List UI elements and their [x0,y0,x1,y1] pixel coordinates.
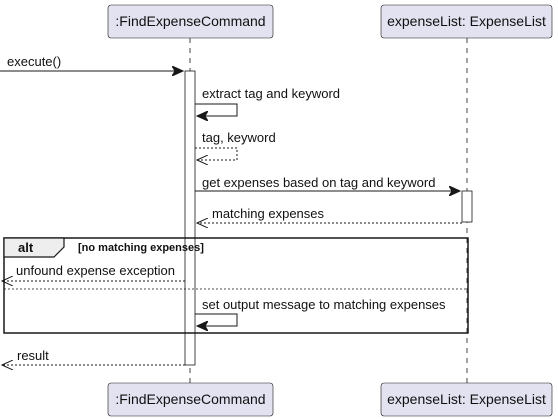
find-command-participant-bottom: :FindExpenseCommand [107,382,274,417]
message-unfound-exception-label: unfound expense exception [16,263,175,278]
message-set-output-label: set output message to matching expenses [202,297,446,312]
find-command-activation [184,70,196,366]
message-execute: execute() [0,54,183,71]
expense-list-label-top: expenseList: ExpenseList [387,13,546,29]
message-get-expenses: get expenses based on tag and keyword [195,175,460,191]
return-tag-keyword-label: tag, keyword [202,130,276,145]
message-extract-label: extract tag and keyword [202,86,340,101]
return-result: result [2,348,185,365]
expense-list-participant-bottom: expenseList: ExpenseList [380,382,553,417]
expense-list-label-bottom: expenseList: ExpenseList [387,391,546,407]
message-set-output-self: set output message to matching expenses [195,297,446,326]
return-tag-keyword: tag, keyword [195,130,276,160]
return-matching-expenses-label: matching expenses [212,206,325,221]
expense-list-participant-top: expenseList: ExpenseList [380,4,553,39]
message-unfound-exception: unfound expense exception [2,263,185,281]
message-extract-self: extract tag and keyword [195,86,340,116]
expense-list-activation [461,190,473,223]
alt-guard-label: [no matching expenses] [78,242,204,254]
find-command-label-bottom: :FindExpenseCommand [115,391,265,407]
return-result-label: result [17,348,49,363]
find-command-label-top: :FindExpenseCommand [115,13,265,29]
return-matching-expenses: matching expenses [197,206,462,223]
message-execute-label: execute() [7,54,61,69]
find-command-participant-top: :FindExpenseCommand [107,4,274,39]
alt-operator-label: alt [18,240,34,255]
alt-fragment: alt [no matching expenses] [3,237,469,334]
message-get-expenses-label: get expenses based on tag and keyword [202,175,435,190]
